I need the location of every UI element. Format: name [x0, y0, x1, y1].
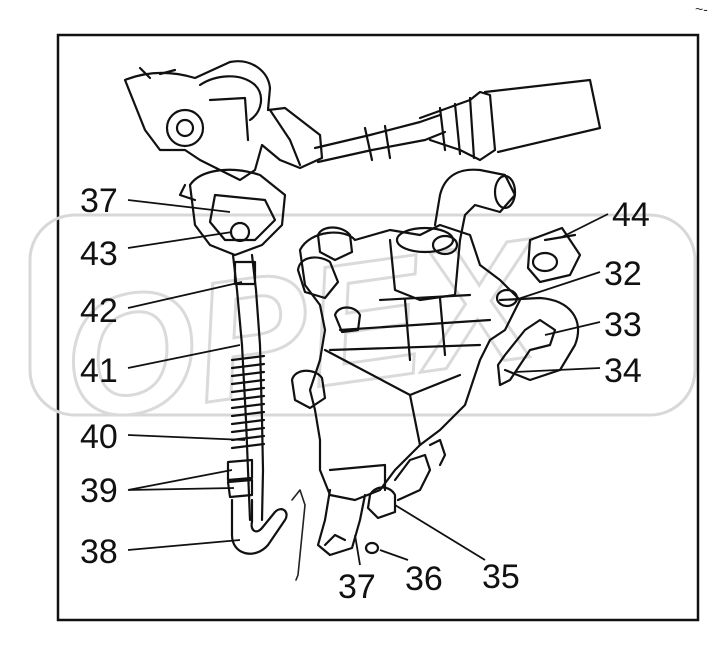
callout-39: 39 [80, 472, 118, 510]
callout-43: 43 [80, 235, 118, 273]
callout-40: 40 [80, 418, 118, 456]
callout-35: 35 [482, 558, 520, 596]
callout-42: 42 [80, 292, 118, 330]
bushing-part-44 [526, 226, 582, 284]
leader-lines [127, 199, 609, 566]
mechanism-drawing [123, 60, 602, 581]
watermark-text: OPEX [51, 203, 554, 458]
diagram-frame [56, 33, 700, 622]
callout-34: 34 [604, 352, 642, 390]
callout-33: 33 [604, 306, 642, 344]
corner-mark: ~- [695, 1, 708, 17]
callout-41: 41 [80, 352, 118, 390]
callout-37-upper: 37 [80, 182, 118, 220]
watermark: OPEX [28, 201, 697, 459]
callout-36: 36 [405, 560, 443, 598]
callout-32: 32 [604, 255, 642, 293]
callout-38: 38 [80, 533, 118, 571]
callout-44: 44 [612, 196, 650, 234]
spring [230, 354, 266, 450]
callout-labels: 37 43 42 41 40 39 38 37 36 35 34 33 32 4… [80, 182, 650, 606]
callout-37-lower: 37 [338, 568, 376, 606]
